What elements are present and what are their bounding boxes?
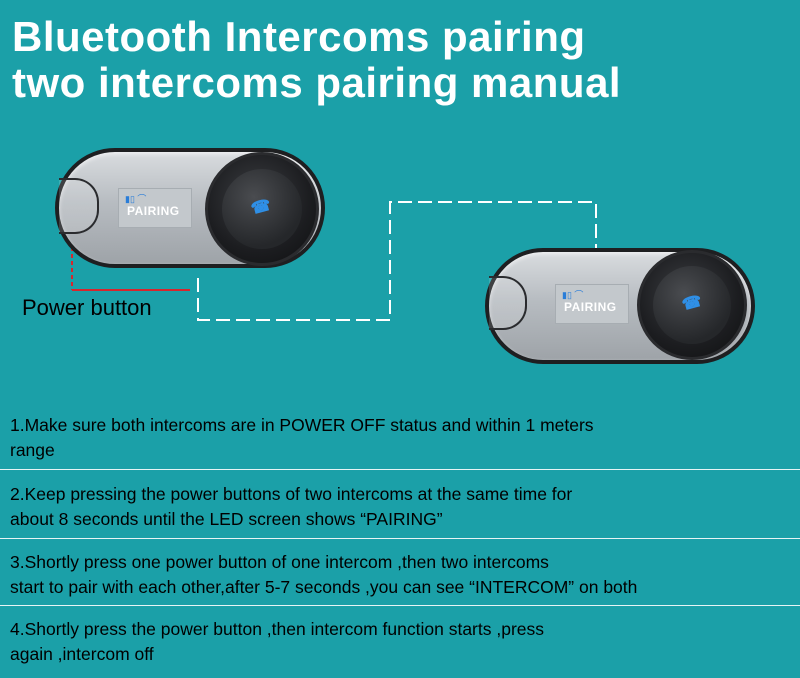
step-2-line-2: about 8 seconds until the LED screen sho… bbox=[10, 509, 443, 529]
battery-icon: ▮▯ ⌒ bbox=[562, 290, 584, 300]
screen-text: PAIRING bbox=[127, 204, 180, 218]
step-4-line-2: again ,intercom off bbox=[10, 644, 154, 664]
step-3: 3.Shortly press one power button of one … bbox=[0, 550, 800, 600]
step-1-line-2: range bbox=[10, 440, 55, 460]
power-button bbox=[489, 276, 527, 330]
knob-center bbox=[222, 169, 302, 249]
pairing-diagram: ▮▯ ⌒ PAIRING ☎ ▮▯ ⌒ PAIRING ☎ Power butt… bbox=[0, 140, 800, 390]
separator bbox=[0, 469, 800, 470]
connection-lines bbox=[71, 201, 597, 321]
control-knob: ☎ bbox=[637, 250, 747, 360]
knob-center bbox=[653, 266, 731, 344]
dashed-link bbox=[197, 201, 597, 321]
screen-text: PAIRING bbox=[564, 300, 617, 314]
power-button-label: Power button bbox=[22, 295, 152, 320]
step-3-line-2: start to pair with each other,after 5-7 … bbox=[10, 577, 638, 597]
step-1-line-1: 1.Make sure both intercoms are in POWER … bbox=[10, 415, 594, 435]
step-1: 1.Make sure both intercoms are in POWER … bbox=[0, 413, 800, 463]
device-screen: ▮▯ ⌒ PAIRING bbox=[555, 284, 629, 324]
separator bbox=[0, 538, 800, 539]
control-knob: ☎ bbox=[205, 152, 319, 266]
page-title: Bluetooth Intercoms pairing two intercom… bbox=[12, 14, 621, 106]
step-2-line-1: 2.Keep pressing the power buttons of two… bbox=[10, 484, 573, 504]
intercom-left: ▮▯ ⌒ PAIRING ☎ bbox=[55, 148, 325, 268]
intercom-right: ▮▯ ⌒ PAIRING ☎ bbox=[485, 248, 755, 368]
step-4-line-1: 4.Shortly press the power button ,then i… bbox=[10, 619, 545, 639]
battery-icon: ▮▯ ⌒ bbox=[125, 194, 147, 204]
step-3-line-1: 3.Shortly press one power button of one … bbox=[10, 552, 549, 572]
title-line-2: two intercoms pairing manual bbox=[12, 59, 622, 106]
title-line-1: Bluetooth Intercoms pairing bbox=[12, 13, 586, 60]
step-4: 4.Shortly press the power button ,then i… bbox=[0, 617, 800, 667]
power-button bbox=[59, 178, 99, 234]
step-2: 2.Keep pressing the power buttons of two… bbox=[0, 482, 800, 532]
device-screen: ▮▯ ⌒ PAIRING bbox=[118, 188, 192, 228]
separator bbox=[0, 605, 800, 606]
